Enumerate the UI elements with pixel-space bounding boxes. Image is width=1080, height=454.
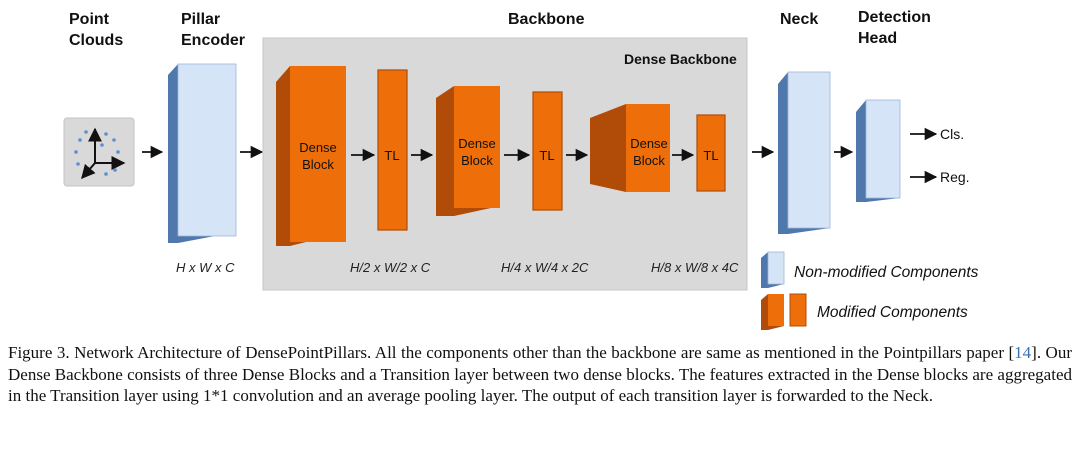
- svg-text:Block: Block: [633, 153, 665, 168]
- transition-layer-2: TL: [532, 91, 563, 211]
- svg-text:TL: TL: [539, 148, 554, 163]
- svg-text:Dense: Dense: [458, 136, 496, 151]
- svg-text:TL: TL: [384, 148, 399, 163]
- figure-caption: Figure 3. Network Architecture of DenseP…: [8, 342, 1072, 407]
- transition-layer-1: TL: [377, 69, 408, 231]
- detection-head-box: [856, 99, 901, 202]
- dense-block-2: Dense Block: [436, 86, 500, 216]
- dim-stage1: H/2 x W/2 x C: [350, 260, 431, 275]
- dense-backbone-label: Dense Backbone: [624, 51, 737, 67]
- pillar-encoder-box: [168, 63, 237, 243]
- output-reg: Reg.: [940, 169, 970, 185]
- header-point-clouds-line2: Clouds: [69, 32, 123, 49]
- dim-stage3: H/8 x W/8 x 4C: [651, 260, 739, 275]
- header-point-clouds: Point: [69, 11, 110, 28]
- output-cls: Cls.: [940, 126, 964, 142]
- header-detection-head-line2: Head: [858, 30, 897, 47]
- svg-text:Block: Block: [302, 157, 334, 172]
- svg-text:Block: Block: [461, 153, 493, 168]
- svg-text:Dense: Dense: [299, 140, 337, 155]
- architecture-diagram: Point Clouds Pillar Encoder Backbone Nec…: [63, 9, 979, 330]
- caption-text-2: ]. Our Dense Backbone consists of three …: [8, 343, 1072, 406]
- caption-text-1: Figure 3. Network Architecture of DenseP…: [8, 343, 1015, 362]
- header-pillar-encoder-line2: Encoder: [181, 32, 245, 49]
- svg-text:TL: TL: [703, 148, 718, 163]
- dense-block-3: Dense Block: [590, 104, 670, 192]
- svg-text:Modified Components: Modified Components: [817, 304, 968, 321]
- dim-encoder: H x W x C: [176, 260, 235, 275]
- point-cloud-icon: [63, 117, 135, 187]
- header-pillar-encoder: Pillar: [181, 11, 220, 28]
- dense-block-1: Dense Block: [276, 66, 346, 246]
- header-neck: Neck: [780, 11, 818, 28]
- svg-text:Dense: Dense: [630, 136, 668, 151]
- svg-text:Non-modified Components: Non-modified Components: [794, 264, 979, 281]
- dim-stage2: H/4 x W/4 x 2C: [501, 260, 589, 275]
- header-detection-head: Detection: [858, 9, 931, 26]
- legend-modified: Modified Components: [761, 293, 968, 330]
- header-backbone: Backbone: [508, 11, 585, 28]
- transition-layer-3: TL: [696, 114, 726, 192]
- neck-box: [778, 71, 831, 234]
- legend-non-modified: Non-modified Components: [761, 251, 979, 288]
- citation-link[interactable]: 14: [1014, 343, 1032, 362]
